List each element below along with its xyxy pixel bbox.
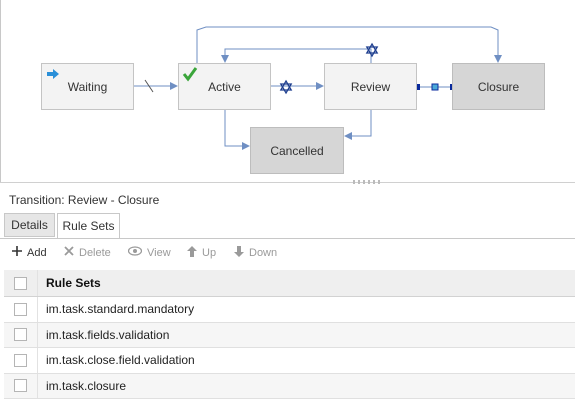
toolbar: Add Delete View Up Down bbox=[0, 241, 575, 267]
state-waiting[interactable]: Waiting bbox=[41, 63, 134, 110]
state-cancelled[interactable]: Cancelled bbox=[250, 127, 344, 174]
table-row[interactable]: im.task.close.field.validation bbox=[4, 348, 575, 374]
row-checkbox[interactable] bbox=[14, 353, 27, 367]
tab-label: Rule Sets bbox=[62, 219, 115, 233]
plus-icon bbox=[12, 246, 22, 259]
tab-label: Details bbox=[11, 218, 48, 232]
workflow-diagram[interactable]: Waiting Active Review Closure Cancelled bbox=[0, 0, 575, 182]
view-button[interactable]: View bbox=[127, 246, 171, 259]
delete-label: Delete bbox=[79, 246, 111, 259]
add-button[interactable]: Add bbox=[12, 246, 47, 259]
transition-review-cancelled[interactable] bbox=[344, 110, 372, 140]
close-icon bbox=[64, 246, 74, 259]
state-label: Cancelled bbox=[270, 143, 324, 158]
rule-set-name: im.task.standard.mandatory bbox=[46, 302, 195, 317]
table-row[interactable]: im.task.standard.mandatory bbox=[4, 297, 575, 323]
rule-sets-grid: Rule Sets im.task.standard.mandatory im.… bbox=[4, 270, 575, 399]
rule-set-name: im.task.closure bbox=[46, 378, 127, 393]
state-closure[interactable]: Closure bbox=[452, 63, 545, 110]
state-label: Waiting bbox=[67, 79, 108, 94]
row-checkbox[interactable] bbox=[14, 328, 27, 342]
transition-title: Transition: Review - Closure bbox=[9, 193, 160, 207]
add-label: Add bbox=[27, 246, 47, 259]
arrow-down-icon bbox=[234, 246, 244, 260]
state-label: Active bbox=[208, 79, 241, 94]
selection-handle[interactable] bbox=[431, 83, 439, 91]
tab-details[interactable]: Details bbox=[4, 213, 55, 237]
transition-active-cancelled[interactable] bbox=[224, 110, 250, 150]
state-review[interactable]: Review bbox=[324, 63, 417, 110]
transition-active-closure[interactable] bbox=[196, 26, 502, 63]
state-active[interactable]: Active bbox=[178, 63, 271, 110]
resize-handle[interactable] bbox=[353, 180, 383, 184]
transition-review-active[interactable] bbox=[221, 48, 372, 63]
tab-rule-sets[interactable]: Rule Sets bbox=[57, 213, 120, 239]
down-button[interactable]: Down bbox=[234, 246, 277, 260]
row-checkbox[interactable] bbox=[14, 302, 27, 316]
state-label: Review bbox=[350, 79, 391, 94]
eye-icon bbox=[127, 246, 143, 259]
column-header-rule-sets[interactable]: Rule Sets bbox=[46, 276, 101, 290]
checkmark-icon bbox=[182, 66, 198, 85]
selection-handle[interactable] bbox=[414, 84, 420, 90]
table-row[interactable]: im.task.fields.validation bbox=[4, 322, 575, 348]
panel-divider bbox=[0, 182, 575, 183]
view-label: View bbox=[147, 246, 171, 259]
grid-header: Rule Sets bbox=[4, 270, 575, 297]
state-label: Closure bbox=[477, 79, 520, 94]
arrow-up-icon bbox=[187, 246, 197, 260]
rule-set-name: im.task.close.field.validation bbox=[46, 353, 195, 368]
gear-icon[interactable] bbox=[279, 79, 293, 95]
arrow-right-icon bbox=[46, 68, 60, 83]
rule-set-name: im.task.fields.validation bbox=[46, 327, 170, 342]
gear-icon[interactable] bbox=[365, 42, 379, 58]
delete-button[interactable]: Delete bbox=[64, 246, 111, 259]
row-checkbox[interactable] bbox=[14, 379, 27, 393]
down-label: Down bbox=[249, 247, 278, 259]
table-row[interactable]: im.task.closure bbox=[4, 373, 575, 399]
tab-underline bbox=[0, 238, 575, 239]
up-button[interactable]: Up bbox=[187, 246, 216, 260]
up-label: Up bbox=[202, 247, 217, 259]
select-all-checkbox[interactable] bbox=[14, 276, 27, 290]
